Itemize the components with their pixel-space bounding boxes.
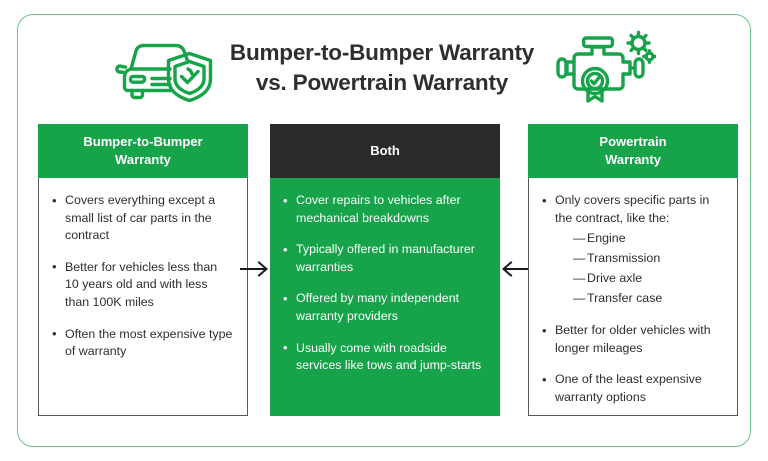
sub-list-item: Transfer case — [573, 290, 723, 308]
list-item: Cover repairs to vehicles after mechanic… — [282, 191, 486, 227]
column-center-header: Both — [270, 124, 500, 178]
column-right-bullet-list: Only covers specific parts in the contra… — [541, 191, 723, 407]
list-item: Often the most expensive type of warrant… — [51, 325, 233, 361]
list-item: Offered by many independent warranty pro… — [282, 290, 486, 325]
arrow-right-icon — [239, 258, 270, 285]
list-item: Only covers specific parts in the contra… — [541, 191, 723, 308]
engine-gears-badge-icon — [548, 28, 657, 109]
column-both: Both Cover repairs to vehicles after mec… — [270, 124, 500, 416]
column-right-body: Only covers specific parts in the contra… — [528, 178, 738, 416]
title-line-1: Bumper-to-Bumper Warranty — [229, 39, 535, 65]
column-center-body: Cover repairs to vehicles after mechanic… — [270, 178, 500, 416]
column-left-header-line-1: Bumper-to-Bumper — [83, 134, 203, 150]
list-item: One of the least expensive warranty opti… — [541, 371, 723, 406]
list-item-text: Only covers specific parts in the contra… — [555, 193, 710, 225]
header: Bumper-to-Bumper Warranty vs. Powertrain… — [17, 20, 751, 116]
list-item: Better for older vehicles with longer mi… — [541, 322, 723, 357]
column-left-header-line-2: Warranty — [115, 152, 171, 167]
column-left-bullet-list: Covers everything except a small list of… — [51, 192, 233, 361]
list-item: Better for vehicles less than 10 years o… — [51, 258, 233, 312]
column-left-header: Bumper-to-Bumper Warranty — [38, 124, 248, 178]
sub-list-item: Drive axle — [573, 270, 723, 288]
column-right-header: Powertrain Warranty — [528, 124, 738, 178]
car-shield-check-icon — [114, 29, 218, 108]
list-item: Usually come with roadside services like… — [282, 339, 486, 375]
column-center-bullet-list: Cover repairs to vehicles after mechanic… — [282, 191, 486, 375]
title-line-2: vs. Powertrain Warranty — [255, 70, 509, 95]
arrow-left-icon — [500, 258, 531, 285]
column-center-header-label: Both — [370, 143, 400, 159]
column-left-body: Covers everything except a small list of… — [38, 178, 248, 416]
column-right-subbullet-list: Engine Transmission Drive axle Transfer … — [555, 230, 723, 308]
column-powertrain: Powertrain Warranty Only covers specific… — [528, 124, 738, 416]
page-title: Bumper-to-Bumper Warranty vs. Powertrain… — [224, 38, 540, 99]
list-item: Covers everything except a small list of… — [51, 192, 233, 245]
sub-list-item: Engine — [573, 230, 723, 248]
list-item: Typically offered in manufacturer warran… — [282, 241, 486, 276]
column-bumper-to-bumper: Bumper-to-Bumper Warranty Covers everyth… — [38, 124, 248, 416]
column-right-header-line-1: Powertrain — [599, 134, 667, 150]
column-right-header-line-2: Warranty — [605, 152, 661, 167]
sub-list-item: Transmission — [573, 250, 723, 268]
